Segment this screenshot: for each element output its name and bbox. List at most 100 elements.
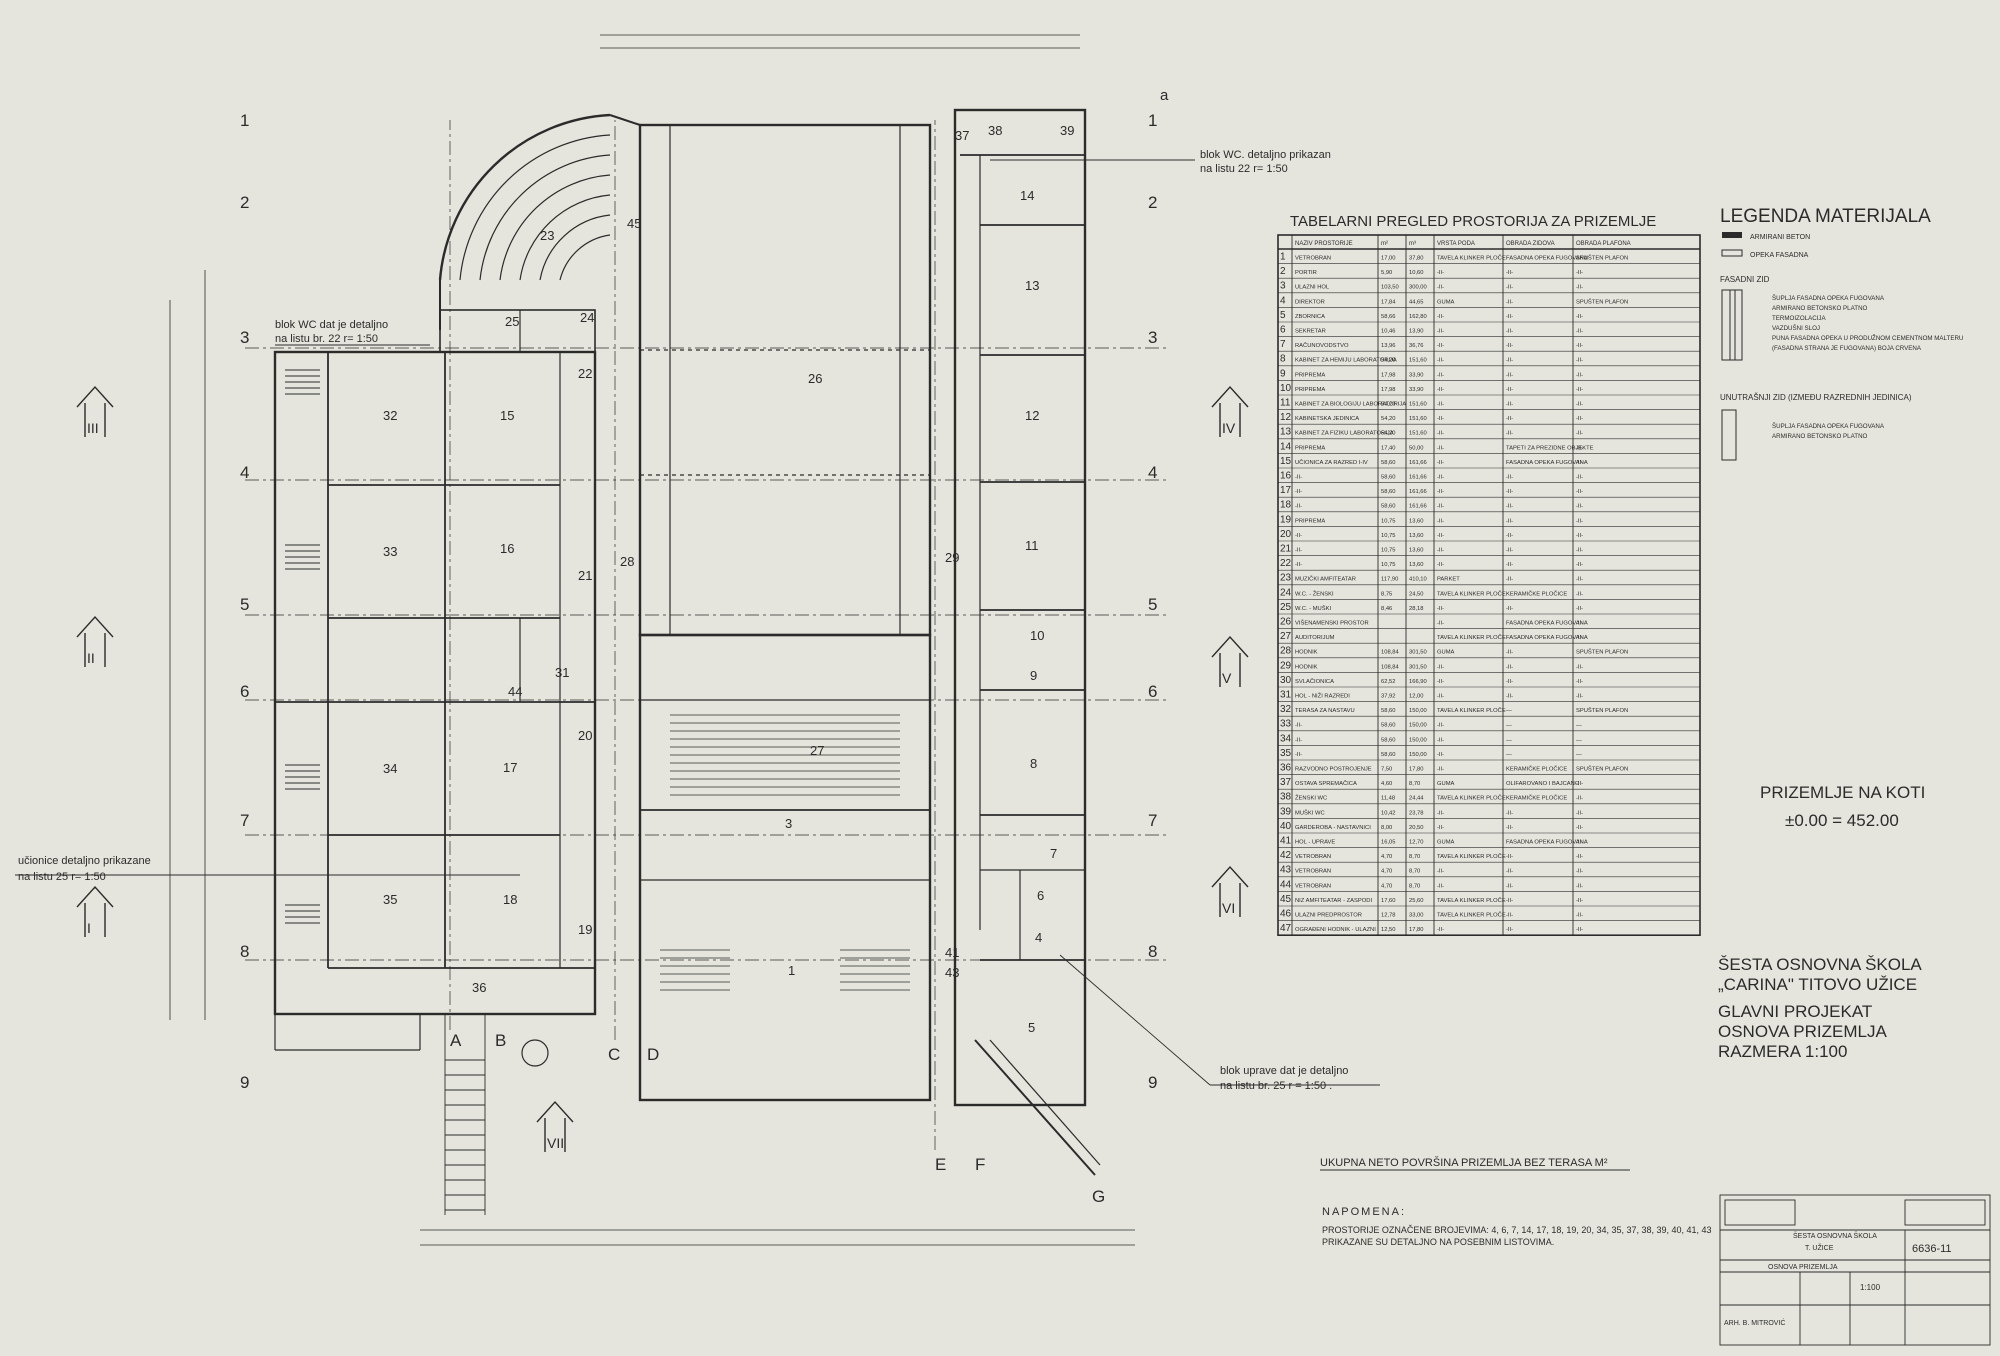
table-header-3: m³ (1409, 241, 1416, 247)
table-row-38-col-1: ŽENSKI WC (1295, 794, 1327, 802)
axis-row-5-right: 5 (1148, 595, 1157, 614)
table-row-13-col-5: -II- (1506, 431, 1513, 437)
table-row-36-col-0: 36 (1280, 763, 1292, 774)
table-row-31-col-6: -II- (1576, 694, 1583, 700)
table-row-13-col-3: 151,60 (1409, 431, 1427, 437)
table-row-14-col-5: TAPETI ZA PREZIDNE OBJEKTE (1506, 445, 1594, 451)
legend-wall1-line-3: VAZDUŠNI SLOJ (1772, 325, 1820, 332)
table-row-33-col-1: -II- (1295, 723, 1302, 729)
table-row-39-col-2: 10,42 (1381, 810, 1396, 816)
table-row-1-col-6: SPUŠTEN PLAFON (1576, 255, 1628, 262)
table-row-9-col-2: 17,98 (1381, 372, 1396, 378)
room-16-label: 16 (500, 541, 514, 556)
table-row-30-col-4: -II- (1437, 679, 1444, 685)
table-row-14-col-3: 50,00 (1409, 445, 1424, 451)
table-row-14-col-4: -II- (1437, 445, 1444, 451)
table-row-25-col-6: -II- (1576, 606, 1583, 612)
title-block-scale: 1:100 (1860, 1283, 1881, 1292)
table-row-16-col-2: 58,60 (1381, 475, 1396, 481)
title-block-content: OSNOVA PRIZEMLJA (1768, 1264, 1838, 1271)
table-row-12-col-3: 151,60 (1409, 416, 1427, 422)
room-26-label: 26 (808, 371, 822, 386)
table-row-17-col-4: -II- (1437, 489, 1444, 495)
table-row-10-col-1: PRIPREMA (1295, 387, 1325, 393)
room-44-label: 44 (508, 684, 522, 699)
table-row-13-col-2: 54,20 (1381, 431, 1396, 437)
note-wc-left-line1: blok WC dat je detaljno (275, 319, 388, 331)
table-row-9-col-6: -II- (1576, 372, 1583, 378)
table-row-32-col-4: TAVELA KLINKER PLOČE (1437, 707, 1506, 714)
title-block-author: ARH. B. MITROVIĆ (1724, 1318, 1785, 1327)
table-row-37-col-0: 37 (1280, 777, 1292, 788)
table-row-17-col-2: 58,60 (1381, 489, 1396, 495)
table-row-11-col-5: -II- (1506, 402, 1513, 408)
room-28-label: 28 (620, 554, 634, 569)
axis-col-D: D (647, 1045, 659, 1064)
table-row-33-col-3: 150,00 (1409, 723, 1427, 729)
table-row-45-col-3: 25,60 (1409, 898, 1424, 904)
note-wc-left-line2: na listu br. 22 r= 1:50 (275, 333, 378, 345)
axis-row-1-right: 1 (1148, 111, 1157, 130)
table-row-15-col-5: FASADNA OPEKA FUGOVANA (1506, 460, 1588, 466)
table-row-6-col-1: SEKRETAR (1295, 329, 1326, 335)
remark-title: NAPOMENA: (1322, 1206, 1406, 1218)
table-row-6-col-0: 6 (1280, 325, 1286, 336)
axis-row-3-right: 3 (1148, 328, 1157, 347)
axis-col-E: E (935, 1155, 946, 1174)
table-row-3-col-3: 300,00 (1409, 285, 1427, 291)
table-row-9-col-4: -II- (1437, 372, 1444, 378)
table-row-39-col-5: -II- (1506, 810, 1513, 816)
room-25-label: 25 (505, 314, 519, 329)
table-row-18-col-3: 161,66 (1409, 504, 1427, 510)
table-row-13-col-4: -II- (1437, 431, 1444, 437)
table-row-32-col-2: 58,60 (1381, 708, 1396, 714)
section-label-I: I (87, 920, 91, 936)
table-row-15-col-6: -II- (1576, 460, 1583, 466)
table-row-29-col-2: 108,84 (1381, 664, 1400, 670)
level-line1: PRIZEMLJE NA KOTI (1760, 783, 1925, 802)
table-row-21-col-2: 10,75 (1381, 548, 1396, 554)
table-row-23-col-4: PARKET (1437, 577, 1460, 583)
table-row-9-col-1: PRIPREMA (1295, 372, 1325, 378)
axis-row-6-left: 6 (240, 682, 249, 701)
room-24-label: 24 (580, 310, 594, 325)
table-row-39-col-6: -II- (1576, 810, 1583, 816)
table-row-40-col-1: GARDEROBA - NASTAVNICI (1295, 825, 1371, 831)
table-row-2-col-4: -II- (1437, 270, 1444, 276)
table-row-29-col-5: -II- (1506, 664, 1513, 670)
table-row-12-col-6: -II- (1576, 416, 1583, 422)
table-row-33-col-0: 33 (1280, 719, 1292, 730)
table-row-2-col-1: PORTIR (1295, 270, 1317, 276)
section-label-III: III (87, 420, 99, 436)
room-number-labels: 1345678910111213141516171819202122232425… (383, 123, 1074, 1035)
table-row-35-col-1: -II- (1295, 752, 1302, 758)
table-row-25-col-1: W.C. - MUŠKI (1295, 605, 1331, 612)
room-13-label: 13 (1025, 278, 1039, 293)
table-row-41-col-6: -II- (1576, 840, 1583, 846)
table-row-42-col-4: TAVELA KLINKER PLOČE (1437, 853, 1506, 860)
table-row-8-col-1: KABINET ZA HEMIJU LABORATORIJA (1295, 358, 1397, 364)
table-row-46-col-3: 33,00 (1409, 913, 1424, 919)
table-row-40-col-3: 20,50 (1409, 825, 1424, 831)
table-row-47-col-0: 47 (1280, 923, 1292, 934)
table-row-42-col-3: 8,70 (1409, 854, 1420, 860)
table-row-36-col-3: 17,80 (1409, 767, 1424, 773)
table-row-29-col-0: 29 (1280, 660, 1292, 671)
table-row-44-col-6: -II- (1576, 883, 1583, 889)
table-row-33-col-4: -II- (1437, 723, 1444, 729)
legend-wall1-line-2: TERMOIZOLACIJA (1772, 315, 1827, 322)
table-row-10-col-4: -II- (1437, 387, 1444, 393)
table-row-23-col-0: 23 (1280, 573, 1292, 584)
table-row-3-col-2: 103,50 (1381, 285, 1399, 291)
table-row-44-col-3: 8,70 (1409, 883, 1420, 889)
table-row-17-col-3: 161,66 (1409, 489, 1427, 495)
table-row-43-col-4: -II- (1437, 869, 1444, 875)
table-row-5-col-2: 58,66 (1381, 314, 1396, 320)
table-row-44-col-5: -II- (1506, 883, 1513, 889)
section-marker-VII: VII (536, 1100, 574, 1152)
note-wc-top-line1: blok WC. detaljno prikazan (1200, 149, 1331, 161)
table-row-34-col-6: — (1576, 737, 1582, 743)
